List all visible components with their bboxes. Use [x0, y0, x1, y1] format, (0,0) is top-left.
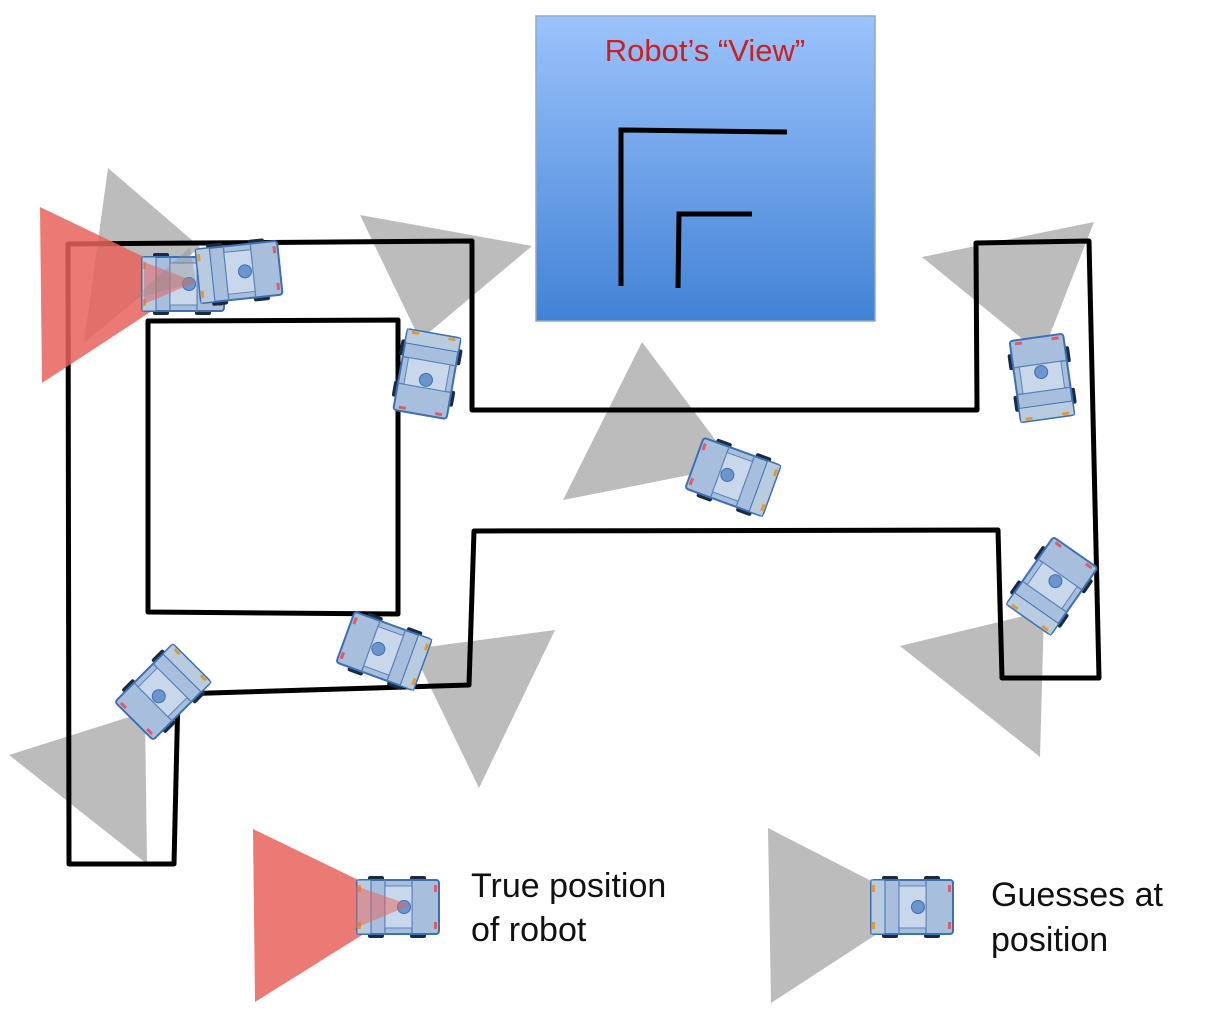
robot-guess	[333, 606, 435, 696]
robot-guess	[193, 235, 285, 309]
guess-cone-overlay	[132, 247, 196, 300]
legend-red-cone	[253, 829, 410, 1002]
view-panel-title: Robot’s “View”	[605, 33, 805, 68]
guess-cone	[412, 630, 555, 788]
true-position-cone	[40, 207, 196, 383]
legend-true-line2: of robot	[471, 911, 587, 949]
legend-gray-cone	[768, 828, 920, 1003]
true-position-cone-overlay	[144, 262, 196, 304]
robot-view-panel: Robot’s “View”	[535, 15, 876, 322]
legend-guesses: Guesses at position	[768, 828, 1164, 1003]
maze-walls	[65, 238, 1102, 867]
legend-true-position: True position of robot	[253, 829, 666, 1002]
guess-cone	[563, 342, 735, 500]
robot-guess	[1004, 332, 1080, 424]
inner-wall	[145, 317, 401, 617]
guess-cone	[9, 712, 147, 864]
guess-cone	[922, 222, 1094, 355]
view-walls	[618, 127, 788, 289]
robot-guess	[388, 327, 466, 421]
outer-wall	[65, 238, 1102, 867]
legend-guesses-line2: position	[991, 921, 1108, 959]
guess-cone	[900, 611, 1044, 757]
legend-guesses-line1: Guesses at	[991, 876, 1164, 914]
guess-cone	[360, 215, 532, 340]
legend-robot-guess	[870, 875, 954, 939]
legend-true-line1: True position	[471, 867, 666, 905]
view-panel-background	[535, 15, 876, 322]
guess-cones	[9, 168, 1094, 864]
